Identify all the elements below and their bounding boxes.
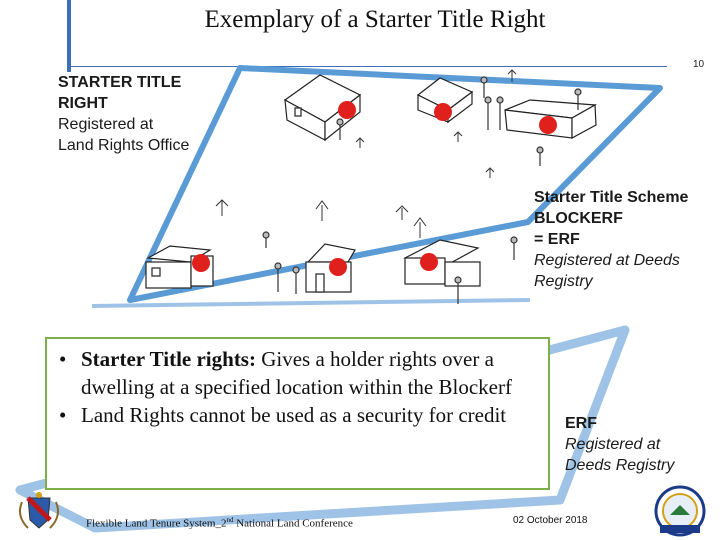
- bullet-2-text: Land Rights cannot be used as a security…: [81, 403, 507, 427]
- title-divider: [67, 66, 667, 67]
- title-accent-bar: [67, 0, 71, 72]
- bullet-box: Starter Title rights: Gives a holder rig…: [45, 337, 550, 490]
- scheme-label: Starter Title Scheme BLOCKERF = ERF Regi…: [534, 187, 688, 292]
- slide-title: Exemplary of a Starter Title Right: [204, 6, 546, 33]
- house-5: [305, 243, 356, 293]
- erf-label: ERF Registered at Deeds Registry: [565, 413, 674, 476]
- marker-dwelling-6: [420, 253, 438, 271]
- marker-dwelling-2: [434, 103, 452, 121]
- scheme-line5: Registry: [534, 273, 593, 290]
- scheme-line1: Starter Title Scheme: [534, 189, 689, 206]
- house-6: [403, 239, 481, 287]
- footer-date: 02 October 2018: [513, 515, 588, 526]
- erf-line1: ERF: [565, 415, 597, 432]
- people: [262, 76, 582, 304]
- footer-conference: Flexible Land Tenure System_2nd National…: [86, 516, 353, 530]
- marker-dwelling-3: [539, 116, 557, 134]
- marker-dwelling-5: [329, 258, 347, 276]
- footer-conference-prefix: Flexible Land Tenure System_2: [86, 517, 227, 530]
- footer-conference-sup: nd: [226, 516, 234, 524]
- starter-title-line3: Registered at: [58, 116, 154, 133]
- bullet-1-bold: Starter Title rights:: [81, 347, 256, 371]
- marker-dwelling-4: [192, 254, 210, 272]
- erf-line3: Deeds Registry: [565, 457, 675, 474]
- scheme-line4: Registered at Deeds: [534, 252, 680, 269]
- page-number: 10: [693, 59, 705, 70]
- bullet-item-2: Land Rights cannot be used as a security…: [59, 401, 540, 429]
- starter-title-right-label: STARTER TITLE RIGHT Registered at Land R…: [58, 72, 189, 156]
- red-markers: [192, 101, 557, 276]
- marker-dwelling-1: [338, 101, 356, 119]
- starter-title-line1: STARTER TITLE: [58, 74, 182, 91]
- parcel-shadow-edge: [91, 298, 531, 308]
- house-3: [504, 99, 598, 140]
- bullet-1-text: Gives a holder rights over a dwelling at…: [81, 347, 512, 399]
- scheme-line2: BLOCKERF: [534, 210, 623, 227]
- bullet-item-1: Starter Title rights: Gives a holder rig…: [59, 345, 540, 401]
- trees: [215, 69, 517, 238]
- conference-logo: [654, 485, 706, 537]
- coat-of-arms-logo: [19, 492, 59, 529]
- scheme-line3: = ERF: [534, 231, 580, 248]
- starter-title-line2: RIGHT: [58, 95, 108, 112]
- footer-conference-suffix: National Land Conference: [233, 517, 353, 530]
- blockerf-parcel: [127, 65, 663, 303]
- starter-title-line4: Land Rights Office: [58, 137, 190, 154]
- erf-line2: Registered at: [565, 436, 661, 453]
